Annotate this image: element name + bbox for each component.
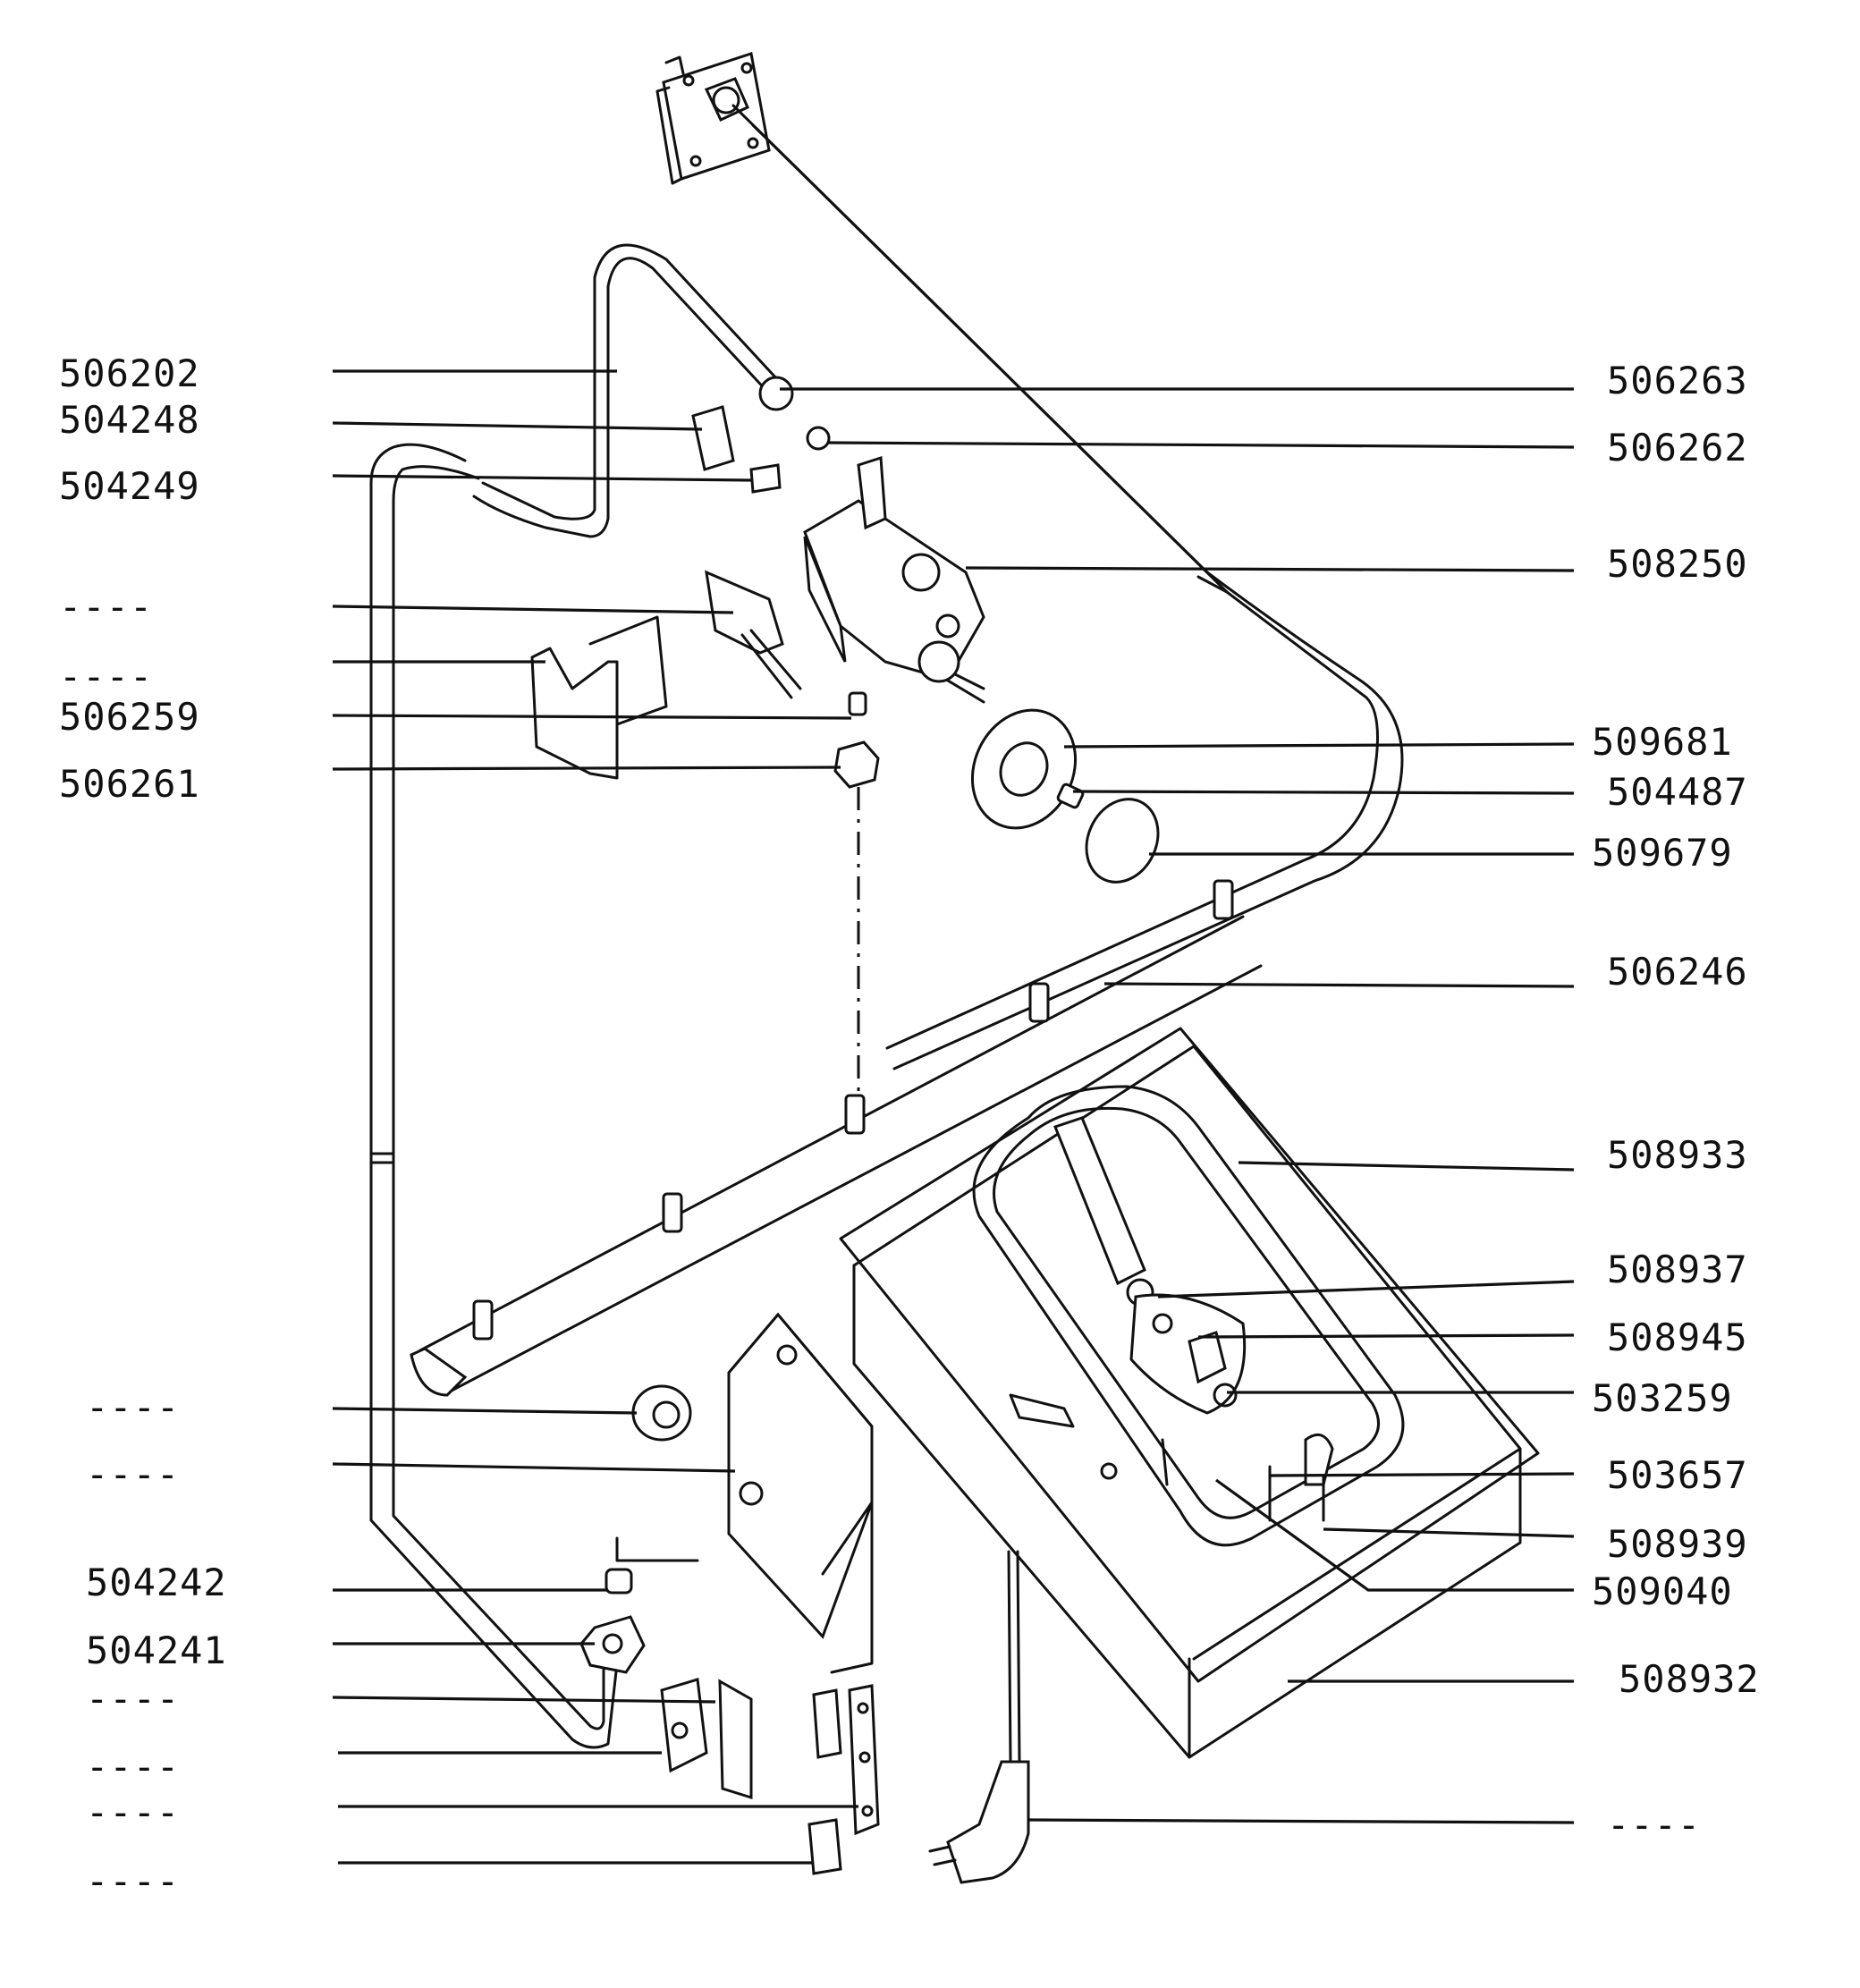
right-leader-lines [780, 387, 1575, 1824]
part-number-label: 503259 [1592, 1376, 1733, 1420]
burner-tube [472, 243, 780, 538]
frame-pipe [369, 443, 619, 1749]
part-number-label: 504242 [86, 1561, 227, 1604]
part-number-label: 508937 [1607, 1248, 1748, 1291]
part-number-label: 509681 [1592, 720, 1733, 764]
part-number-label: ---- [1607, 1803, 1702, 1847]
part-number-label: 506261 [59, 762, 200, 806]
part-number-label: ---- [86, 1385, 181, 1429]
switch-bracket [530, 615, 668, 780]
part-number-label: 506263 [1607, 359, 1748, 402]
part-number-label: 508933 [1607, 1133, 1748, 1177]
part-number-label: 508250 [1607, 542, 1748, 586]
part-number-label: 506202 [59, 351, 200, 395]
burner-manifold [410, 879, 1263, 1397]
lower-small-parts [579, 1312, 880, 1875]
part-number-label: ---- [86, 1745, 181, 1789]
part-number-label: ---- [59, 585, 154, 629]
fryer-heating-element [972, 1085, 1405, 1547]
part-number-label: ---- [86, 1859, 181, 1903]
gas-valve-assembly [691, 376, 985, 704]
part-number-label: 506246 [1607, 950, 1748, 994]
part-number-label: 508939 [1607, 1522, 1748, 1566]
part-number-label: 508945 [1607, 1315, 1748, 1359]
part-number-label: 506259 [59, 695, 200, 739]
knob-assembly [970, 708, 1160, 884]
part-number-label: 509679 [1592, 831, 1733, 875]
part-number-label: 506262 [1607, 426, 1748, 470]
fryer-pan [839, 1027, 1540, 1759]
part-number-label: 509040 [1592, 1569, 1733, 1613]
main-gas-pipe [731, 104, 1404, 1070]
part-number-label: 503657 [1607, 1453, 1748, 1497]
power-cable-plug [928, 1550, 1030, 1884]
part-number-label: 504249 [59, 464, 200, 508]
part-number-label: 508932 [1619, 1657, 1760, 1701]
valve-fittings [833, 691, 880, 1096]
part-number-label: 504487 [1607, 770, 1748, 814]
part-number-label: 504241 [86, 1628, 227, 1672]
part-number-label: ---- [86, 1677, 181, 1721]
left-leader-lines [332, 369, 858, 1865]
part-number-label: ---- [86, 1452, 181, 1496]
inlet-flange [655, 52, 771, 185]
part-number-label: 504248 [59, 398, 200, 442]
microswitch [705, 570, 802, 699]
part-number-label: ---- [59, 655, 154, 698]
part-number-label: ---- [86, 1790, 181, 1834]
